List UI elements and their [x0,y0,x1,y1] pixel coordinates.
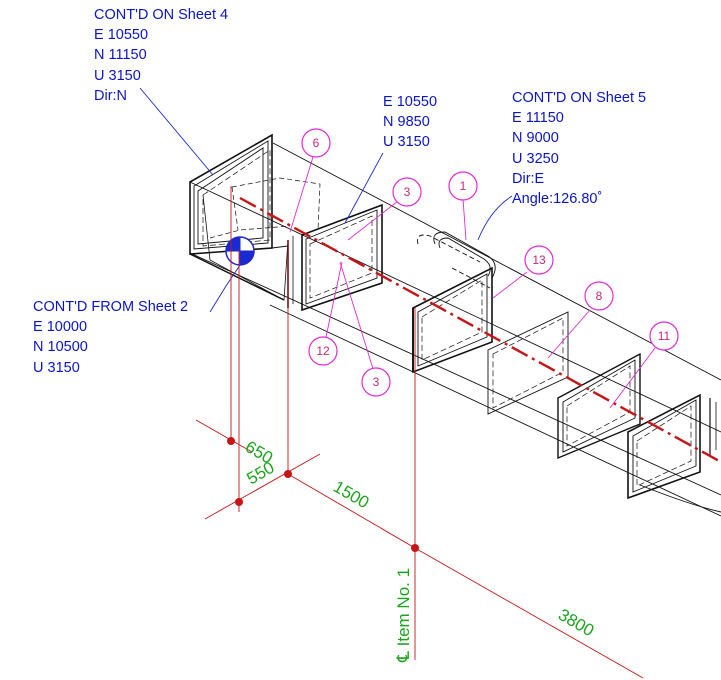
note-line: E 10000 [33,319,88,336]
note-line: N 9000 [512,130,559,147]
note-line: E 10550 [383,94,438,110]
balloon-3-top: 3 [392,177,422,207]
flange-6 [627,393,717,500]
note-line: CONT'D FROM Sheet 2 [33,299,189,315]
note-cont-from-sheet2: CONT'D FROM Sheet 2 E 10000 N 10500 U 31… [33,297,188,378]
flange-inner-dashed [209,177,321,239]
note-line: Angle:126.80˚ [512,191,603,208]
origin-marker [225,236,255,266]
balloon-12-label: 12 [316,344,330,358]
balloon-3-bottom: 3 [361,367,391,397]
note-line: U 3150 [383,134,430,151]
flange-3 [412,266,493,374]
note-line: U 3150 [33,359,80,376]
note-line: N 11150 [94,47,147,64]
balloon-11: 11 [649,321,679,351]
note-line: U 3250 [512,150,559,167]
item-centerline-label: ℄ Item No. 1 [394,568,413,663]
balloon-13-label: 13 [532,253,546,267]
dimension-3800: 3800 [555,605,597,640]
balloon-1: 1 [448,171,478,201]
dimension-points [227,437,419,552]
balloon-8-label: 8 [596,289,603,303]
note-line: Dir:N [94,87,128,104]
note-line: N 9850 [383,114,430,131]
note-line: E 10550 [94,27,149,44]
duct-outline [189,142,721,517]
note-cont-on-sheet4: CONT'D ON Sheet 4 E 10550 N 11150 U 3150… [94,5,228,106]
flange-4 [487,311,569,415]
balloon-3-top-label: 3 [404,185,411,199]
balloon-3-bottom-label: 3 [373,375,380,389]
annotation-leaders [139,87,513,313]
pipe-centerline [239,196,721,464]
note-line: N 10500 [33,339,88,356]
dimension-550: 550 [244,458,278,489]
balloon-leaders [289,156,656,409]
note-mid-point: E 10550 N 9850 U 3150 [383,92,437,153]
note-line: CONT'D ON Sheet 5 [512,90,647,106]
balloon-6-label: 6 [313,136,320,150]
note-line: Dir:E [512,170,545,187]
balloon-6: 6 [301,128,331,158]
note-line: U 3150 [94,67,141,84]
balloon-12: 12 [308,336,338,366]
note-line: E 11150 [512,110,564,127]
dimension-1500: 1500 [330,477,372,512]
note-line: CONT'D ON Sheet 4 [94,7,229,23]
balloon-1-label: 1 [460,179,467,193]
balloon-8: 8 [584,281,614,311]
balloon-11-label: 11 [658,329,671,343]
dimension-lines [195,186,644,679]
side-nozzle [417,231,496,289]
flange-1 [189,133,289,301]
note-cont-on-sheet5: CONT'D ON Sheet 5 E 11150 N 9000 U 3250 … [512,88,646,209]
balloon-13: 13 [524,245,554,275]
